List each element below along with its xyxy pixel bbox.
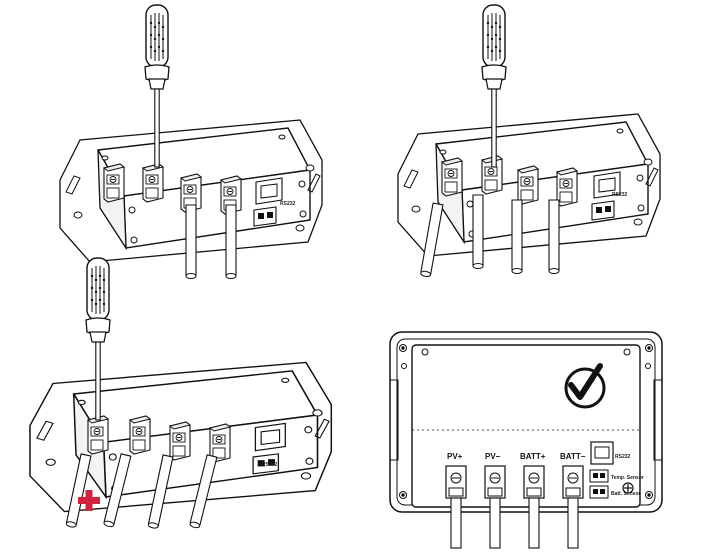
terminal-pv-plus (445, 465, 467, 549)
batt-plus-label: BATT+ (520, 452, 546, 461)
rs232-label: RS232 (612, 192, 628, 198)
step-4-panel: PV+ PV− BATT+ BATT− (389, 331, 663, 549)
wire-rod (548, 199, 560, 275)
step-2-panel: RS232 (397, 4, 661, 278)
terminal-batt-minus (562, 465, 584, 549)
terminal-batt-plus (523, 465, 545, 549)
step-1-panel: RS232 (59, 4, 323, 280)
terminal-pv-minus (484, 465, 506, 549)
batt-sensor-label: Batt. Sensor (611, 491, 641, 497)
wire-rod (511, 199, 523, 275)
rs232-label: RS232 (280, 201, 296, 207)
rs232-label: RS232 (262, 462, 278, 468)
sensor-terminals (589, 469, 609, 499)
step-3-panel: RS232 (29, 257, 333, 530)
rs232-port (590, 441, 614, 465)
batt-minus-label: BATT− (560, 452, 586, 461)
wire-rod (225, 204, 237, 280)
pv-plus-label: PV+ (447, 452, 463, 461)
pv-minus-label: PV− (485, 452, 501, 461)
wire-rod (185, 204, 197, 280)
temp-sensor-label: Temp. Sensor (611, 475, 644, 481)
rs232-label: RS232 (615, 454, 631, 460)
ground-symbol-icon (622, 482, 634, 494)
plus-warning-icon (78, 490, 100, 511)
wire-rod (472, 194, 484, 270)
checkmark-icon (564, 363, 606, 409)
